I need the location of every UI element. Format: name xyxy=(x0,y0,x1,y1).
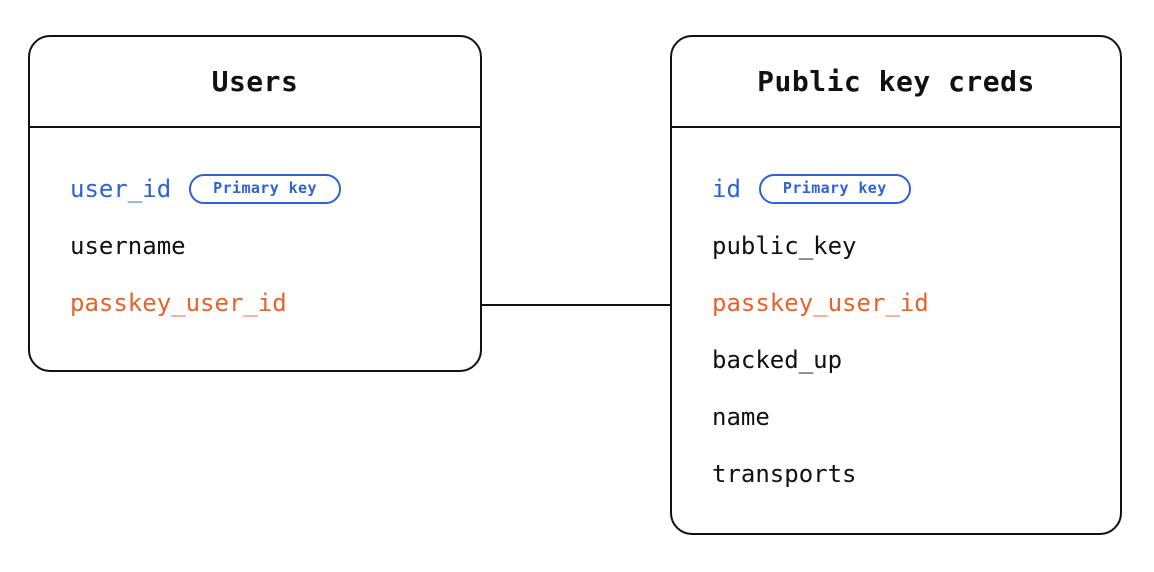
field-row[interactable]: public_key xyxy=(712,217,1120,274)
entity-public-key-creds[interactable]: Public key creds id Primary key public_k… xyxy=(670,35,1122,535)
entity-users-field-list: user_id Primary key username passkey_use… xyxy=(30,128,480,331)
field-name-username: username xyxy=(70,231,186,260)
field-name-transports: transports xyxy=(712,459,857,488)
field-row[interactable]: name xyxy=(712,388,1120,445)
field-name-public-key: public_key xyxy=(712,231,857,260)
entity-public-key-creds-field-list: id Primary key public_key passkey_user_i… xyxy=(672,128,1120,502)
primary-key-badge-label: Primary key xyxy=(782,179,887,197)
field-row[interactable]: backed_up xyxy=(712,331,1120,388)
field-name-passkey-user-id: passkey_user_id xyxy=(70,288,287,317)
field-name-backed-up: backed_up xyxy=(712,345,843,374)
primary-key-badge: Primary key xyxy=(758,173,911,204)
entity-users-header: Users xyxy=(30,37,480,128)
field-row[interactable]: id Primary key xyxy=(712,160,1120,217)
entity-users[interactable]: Users user_id Primary key username passk… xyxy=(28,35,482,372)
field-row[interactable]: transports xyxy=(712,445,1120,502)
entity-public-key-creds-header: Public key creds xyxy=(672,37,1120,128)
primary-key-badge-label: Primary key xyxy=(213,179,317,197)
field-row[interactable]: passkey_user_id xyxy=(70,274,480,331)
field-name-id: id xyxy=(712,174,741,203)
entity-users-title: Users xyxy=(211,64,299,98)
relationship-connector-line xyxy=(482,304,670,306)
field-row[interactable]: user_id Primary key xyxy=(70,160,480,217)
field-row[interactable]: username xyxy=(70,217,480,274)
field-row[interactable]: passkey_user_id xyxy=(712,274,1120,331)
field-name-passkey-user-id: passkey_user_id xyxy=(712,288,929,317)
entity-public-key-creds-title: Public key creds xyxy=(757,64,1035,98)
primary-key-badge: Primary key xyxy=(189,173,341,204)
field-name-user-id: user_id xyxy=(70,174,172,203)
field-name-name: name xyxy=(712,402,770,431)
